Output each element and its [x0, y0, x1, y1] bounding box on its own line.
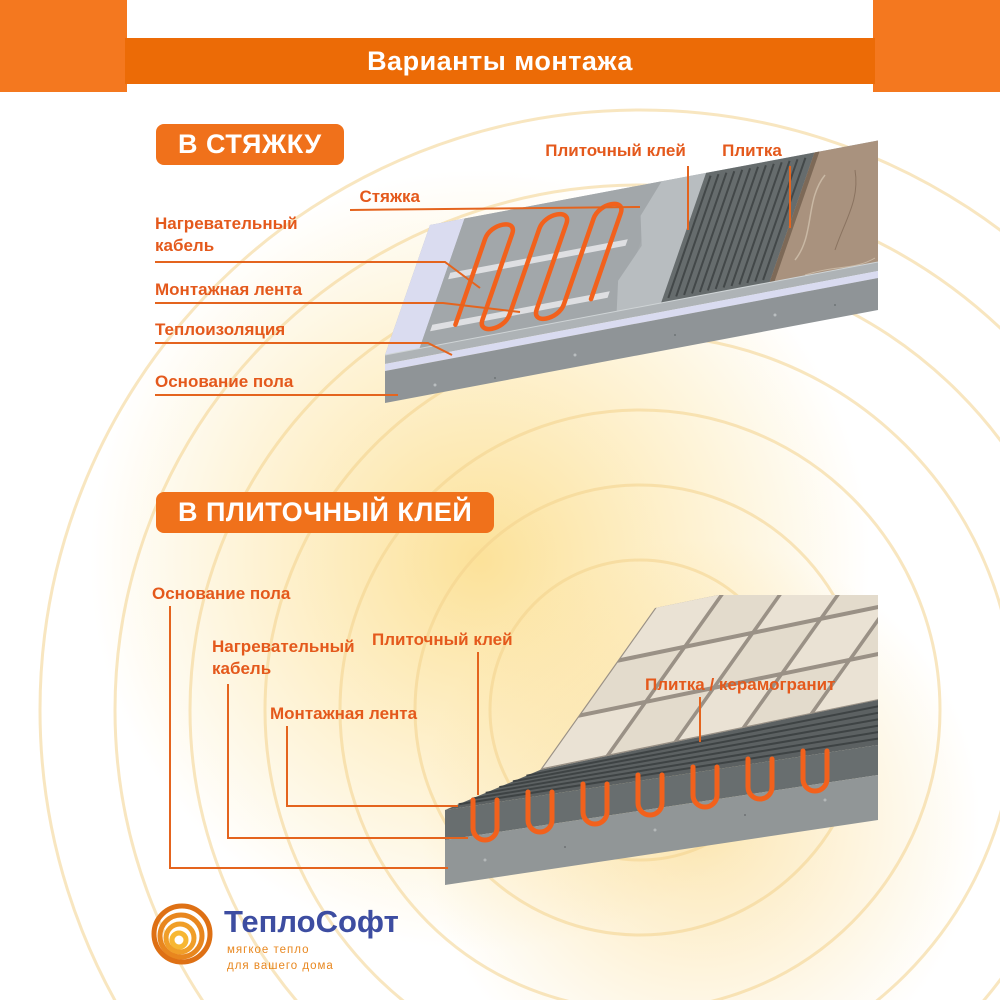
label-subfloor-2: Основание пола	[152, 584, 291, 603]
label-tile-adhesive-1: Плиточный клей	[545, 141, 686, 160]
label-tile-1: Плитка	[722, 141, 782, 160]
label-subfloor-1: Основание пола	[155, 372, 294, 391]
label-tile-adhesive-2: Плиточный клей	[372, 630, 513, 649]
logo-tagline-line1: мягкое тепло	[227, 944, 310, 956]
label-thermal-insulation: Теплоизоляция	[155, 320, 286, 339]
section1-badge: В СТЯЖКУ	[156, 124, 344, 165]
section2-badge: В ПЛИТОЧНЫЙ КЛЕЙ	[156, 492, 495, 533]
header-left-bar	[0, 0, 127, 92]
teplosoft-logo-icon	[151, 903, 213, 965]
logo-brand-name: ТеплоСофт	[224, 904, 399, 939]
screed-layers-illustration	[384, 140, 878, 403]
label-screed: Стяжка	[359, 187, 420, 206]
label-mounting-tape-2: Монтажная лента	[270, 704, 418, 723]
label-heating-cable-1: Нагревательный кабель	[155, 214, 298, 255]
label-tile-2: Плитка / керамогранит	[645, 675, 836, 694]
label-mounting-tape-1: Монтажная лента	[155, 280, 303, 299]
header-right-bar	[873, 0, 1000, 92]
logo-tagline-line2: для вашего дома	[227, 960, 334, 972]
page-title: Варианты монтажа	[125, 38, 875, 84]
